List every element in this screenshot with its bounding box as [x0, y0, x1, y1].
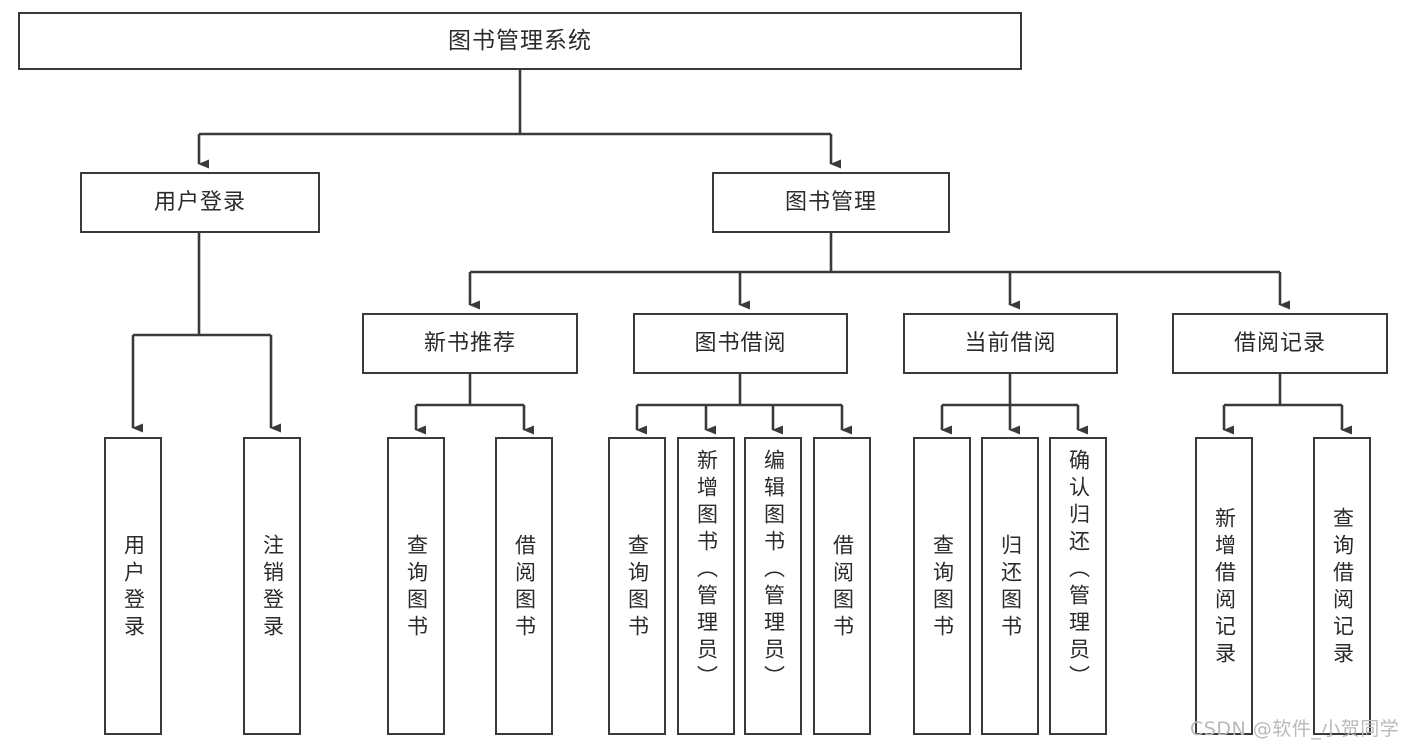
node-leaf-borrow-book-recommend[interactable]: 借阅图书 — [495, 437, 553, 735]
node-leaf-query-borrow-record[interactable]: 查询借阅记录 — [1313, 437, 1371, 735]
node-label: 查询图书 — [404, 534, 429, 642]
edges-bookmgmt-to-level3 — [468, 233, 1290, 310]
node-book-borrow[interactable]: 图书借阅 — [633, 313, 848, 374]
edges-newbook-to-leaves — [414, 374, 534, 435]
node-leaf-logout-login[interactable]: 注销登录 — [243, 437, 301, 735]
node-leaf-query-book-borrow[interactable]: 查询图书 — [608, 437, 666, 735]
node-label: 图书管理系统 — [448, 27, 592, 54]
edges-bookborrow-to-leaves — [635, 374, 852, 435]
node-leaf-borrow-book-borrow[interactable]: 借阅图书 — [813, 437, 871, 735]
edges-root-to-level2 — [197, 70, 841, 169]
node-label: 查询图书 — [625, 534, 650, 642]
node-label: 借阅图书 — [830, 534, 855, 642]
node-leaf-confirm-return-admin[interactable]: 确认归还（管理员） — [1049, 437, 1107, 735]
node-label: 新增图书（管理员） — [694, 449, 719, 692]
node-label: 图书管理 — [784, 189, 877, 215]
node-label: 当前借阅 — [964, 330, 1057, 356]
node-label: 确认归还（管理员） — [1066, 449, 1091, 692]
node-user-login[interactable]: 用户登录 — [80, 172, 320, 233]
node-label: 查询图书 — [930, 534, 955, 642]
node-label: 借阅记录 — [1233, 330, 1326, 356]
node-label: 注销登录 — [260, 534, 285, 642]
node-label: 图书借阅 — [694, 330, 787, 356]
node-leaf-user-login[interactable]: 用户登录 — [104, 437, 162, 735]
node-leaf-query-book-current[interactable]: 查询图书 — [913, 437, 971, 735]
node-new-book-recommend[interactable]: 新书推荐 — [362, 313, 578, 374]
node-label: 查询借阅记录 — [1330, 507, 1355, 669]
edges-booklogin-to-leaves — [131, 233, 281, 433]
node-leaf-edit-book-admin[interactable]: 编辑图书（管理员） — [744, 437, 802, 735]
edges-borrowrecord-to-leaves — [1222, 374, 1352, 435]
node-borrow-record[interactable]: 借阅记录 — [1172, 313, 1388, 374]
node-leaf-add-book-admin[interactable]: 新增图书（管理员） — [677, 437, 735, 735]
node-leaf-query-book-recommend[interactable]: 查询图书 — [387, 437, 445, 735]
node-leaf-add-borrow-record[interactable]: 新增借阅记录 — [1195, 437, 1253, 735]
node-label: 新书推荐 — [423, 330, 516, 356]
node-root-book-management-system[interactable]: 图书管理系统 — [18, 12, 1022, 70]
node-current-borrow[interactable]: 当前借阅 — [903, 313, 1118, 374]
node-label: 归还图书 — [998, 534, 1023, 642]
edges-currentborrow-to-leaves — [940, 374, 1088, 435]
node-leaf-return-book[interactable]: 归还图书 — [981, 437, 1039, 735]
node-label: 编辑图书（管理员） — [761, 449, 786, 692]
node-label: 新增借阅记录 — [1212, 507, 1237, 669]
node-label: 用户登录 — [121, 534, 146, 642]
node-label: 借阅图书 — [512, 534, 537, 642]
node-book-management[interactable]: 图书管理 — [712, 172, 950, 233]
node-label: 用户登录 — [153, 189, 246, 215]
